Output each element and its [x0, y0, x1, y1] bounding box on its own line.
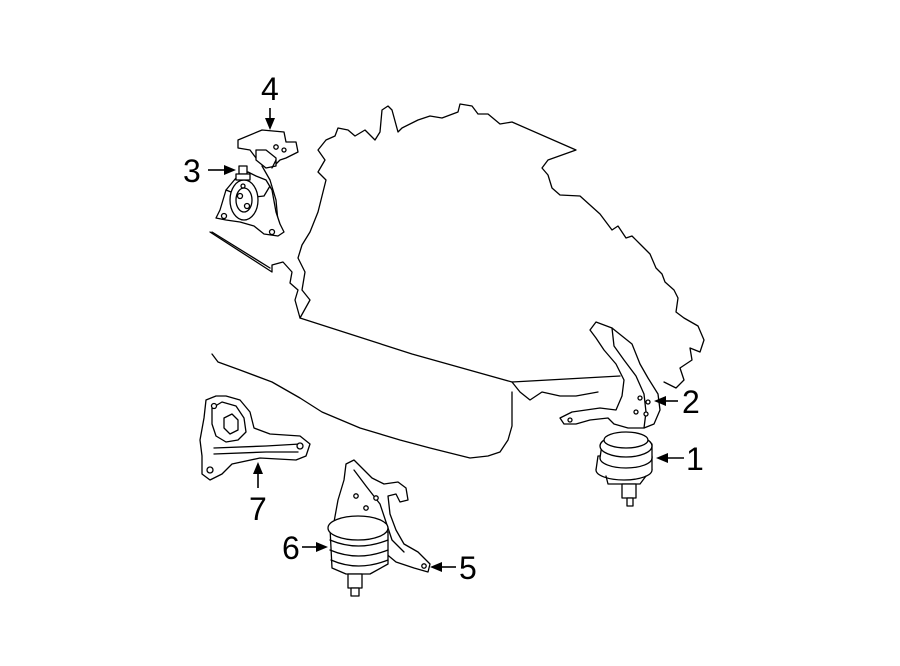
- upper-mount-bracket: [237, 129, 299, 223]
- callout-2: 2: [682, 384, 700, 420]
- lower-engine-mount: [327, 515, 389, 597]
- callout-4: 4: [261, 71, 279, 107]
- callout-7: 7: [249, 491, 267, 527]
- upper-engine-mount: [215, 165, 285, 237]
- lower-mount-bracket: [333, 459, 431, 573]
- right-engine-mount: [595, 431, 653, 507]
- callout-3: 3: [183, 153, 201, 189]
- left-mount-bracket: [199, 395, 311, 481]
- callout-1: 1: [686, 441, 704, 477]
- engine-outline: [209, 103, 705, 459]
- callout-5: 5: [459, 550, 477, 586]
- callout-arrows: [208, 108, 684, 572]
- right-mount-bracket: [559, 321, 661, 429]
- callout-6: 6: [282, 530, 300, 566]
